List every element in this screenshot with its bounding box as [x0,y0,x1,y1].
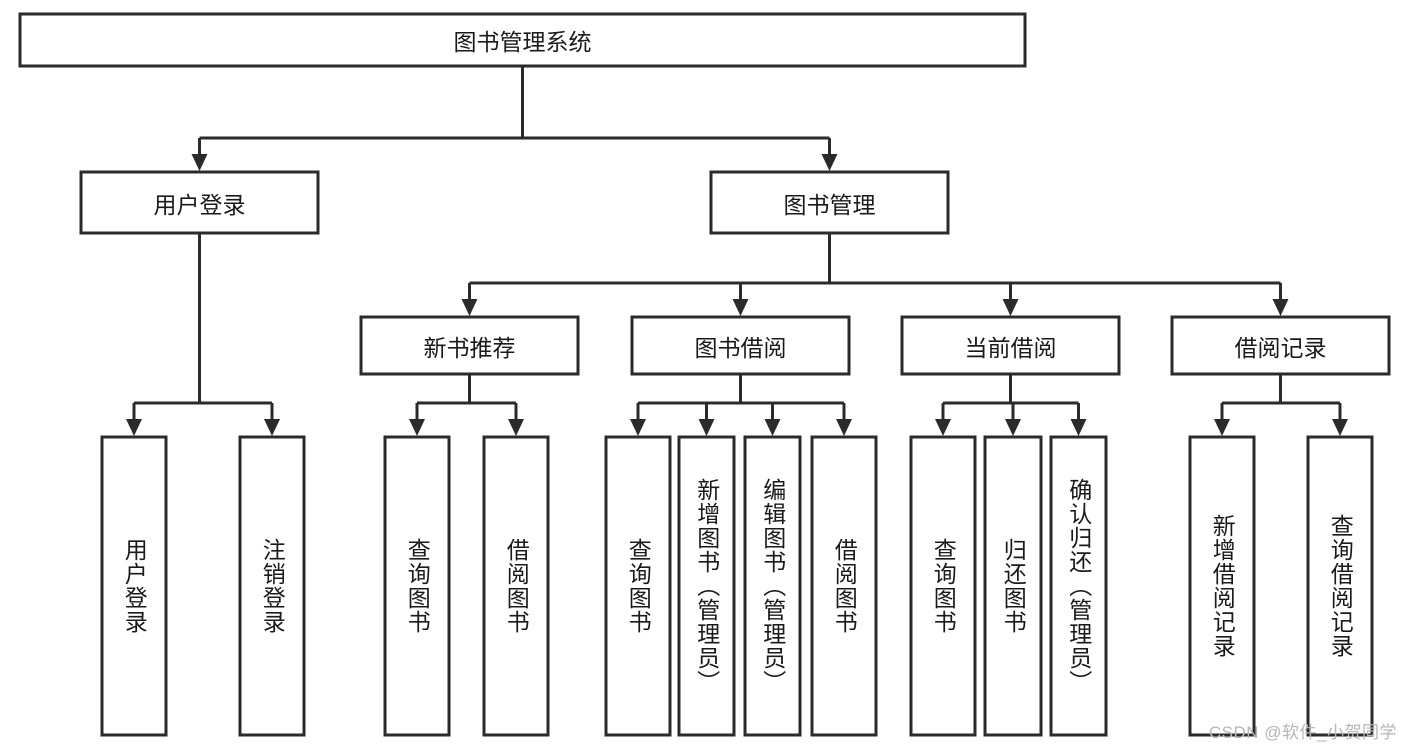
node-box[interactable] [383,435,451,737]
arrow-head-icon [1070,419,1087,436]
node-borrow-record [1170,315,1391,376]
node-leaf-query-book-2 [604,435,672,737]
node-box[interactable] [709,170,950,235]
node-box[interactable] [1170,315,1391,376]
arrow-head-icon [409,419,425,436]
arrow-head-icon [1214,419,1230,436]
node-leaf-borrow-book-1 [482,435,550,737]
arrow-head-icon [264,419,280,436]
node-box[interactable] [810,435,878,737]
arrow-head-icon [1332,419,1348,436]
node-box[interactable] [79,170,320,235]
node-box[interactable] [909,435,977,737]
node-leaf-confirm-return [1049,435,1108,737]
node-box[interactable] [100,435,168,737]
node-box[interactable] [983,435,1043,737]
node-box[interactable] [18,12,1027,68]
node-leaf-query-book-3 [909,435,977,737]
node-new-book-rec [359,315,580,376]
node-leaf-query-book-1 [383,435,451,737]
node-leaf-borrow-book-2 [810,435,878,737]
node-box[interactable] [238,435,306,737]
node-box[interactable] [900,315,1121,376]
arrow-head-icon [1005,419,1021,436]
arrow-head-icon [732,299,749,316]
node-box[interactable] [482,435,550,737]
connector-layer [126,66,1348,436]
arrow-head-icon [698,419,715,436]
arrow-head-icon [1272,299,1289,316]
arrow-head-icon [630,419,646,436]
arrow-head-icon [821,154,838,171]
arrow-head-icon [1002,299,1019,316]
node-current-borrow [900,315,1121,376]
arrow-head-icon [126,419,142,436]
arrow-head-icon [935,419,951,436]
arrow-head-icon [764,419,781,436]
node-box[interactable] [1188,435,1256,737]
node-box[interactable] [1049,435,1108,737]
watermark: CSDN @软件_小贺同学 [1208,723,1397,742]
node-box[interactable] [359,315,580,376]
node-box[interactable] [677,435,736,737]
node-leaf-edit-book [743,435,802,737]
arrow-head-icon [191,154,208,171]
arrow-head-icon [508,419,524,436]
node-box[interactable] [630,315,851,376]
node-leaf-add-record [1188,435,1256,737]
node-leaf-logout [238,435,306,737]
node-box[interactable] [743,435,802,737]
arrow-head-icon [461,299,478,316]
node-root [18,12,1027,68]
node-box[interactable] [1306,435,1374,737]
arrow-head-icon [836,419,852,436]
node-box[interactable] [604,435,672,737]
node-leaf-query-record [1306,435,1374,737]
node-leaf-return-book [983,435,1043,737]
node-user-login [79,170,320,235]
node-leaf-add-book [677,435,736,737]
node-book-borrow [630,315,851,376]
node-leaf-user-login [100,435,168,737]
node-book-manage [709,170,950,235]
